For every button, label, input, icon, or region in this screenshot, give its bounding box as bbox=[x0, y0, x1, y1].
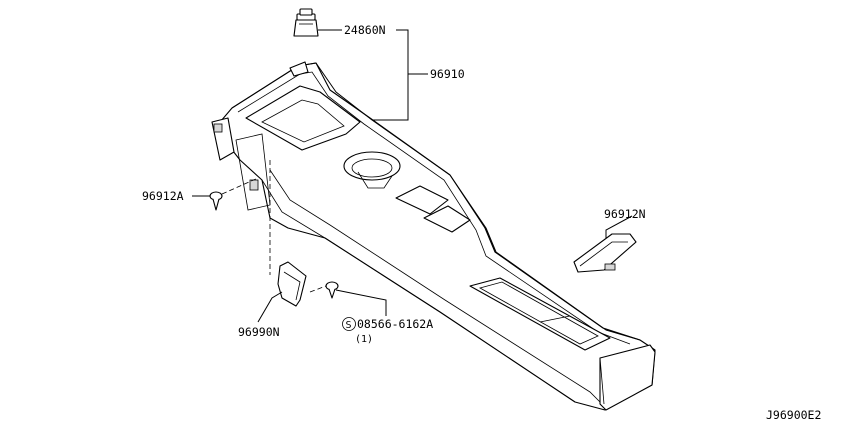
label-96910: 96910 bbox=[430, 67, 465, 81]
label-08566-quantity: (1) bbox=[355, 334, 373, 345]
console-lid-part[interactable] bbox=[573, 233, 637, 273]
bracket-part[interactable] bbox=[269, 160, 327, 307]
screw-symbol-letter: S bbox=[346, 320, 352, 331]
screw-symbol-icon: S bbox=[342, 317, 356, 331]
leader-lines bbox=[192, 29, 633, 323]
clip-part[interactable] bbox=[325, 281, 339, 299]
label-96912A: 96912A bbox=[142, 189, 184, 203]
label-08566-6162A: 08566-6162A bbox=[357, 317, 433, 331]
label-96990N: 96990N bbox=[238, 325, 280, 339]
label-96912N: 96912N bbox=[604, 207, 646, 221]
drawing-code: J96900E2 bbox=[766, 408, 821, 422]
center-console[interactable] bbox=[211, 61, 656, 411]
label-24860N: 24860N bbox=[344, 23, 386, 37]
bulb-socket-part[interactable] bbox=[293, 8, 319, 37]
screw-part[interactable] bbox=[209, 177, 259, 211]
